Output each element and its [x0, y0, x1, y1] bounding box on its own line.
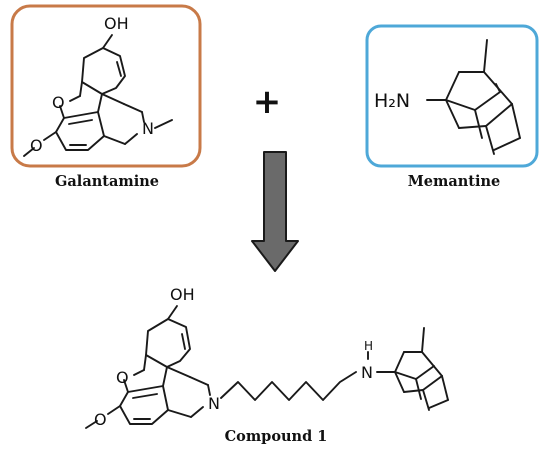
- plus-operator: +: [253, 82, 282, 122]
- compound-1-amine-nitrogen-label: N: [208, 394, 220, 413]
- compound-1-hydroxyl-label: OH: [170, 285, 195, 304]
- memantine-frame: [365, 24, 539, 168]
- compound-1-linker-nitrogen-label: N: [361, 363, 373, 382]
- reaction-arrow: [251, 151, 299, 272]
- galantamine-nitrogen-label: N: [142, 119, 154, 138]
- compound-1-bonds: [85, 305, 449, 429]
- galantamine-ring-oxygen-label: O: [52, 93, 65, 112]
- memantine-bonds: [426, 39, 521, 155]
- compound-1-linker-hydrogen-label: H: [364, 339, 373, 353]
- compound-1-ring-oxygen-label: O: [116, 368, 129, 387]
- galantamine-methoxy-oxygen-label: O: [30, 136, 43, 155]
- compound-1-structure: OH O O N N H Compound 1: [85, 285, 449, 445]
- galantamine-caption: Galantamine: [55, 173, 159, 190]
- memantine-amine-label: H₂N: [374, 90, 410, 112]
- galantamine-frame: [10, 4, 202, 168]
- compound-1-methoxy-oxygen-label: O: [94, 410, 107, 429]
- galantamine-bonds: [23, 34, 173, 157]
- galantamine-structure: OH O O N Galantamine: [10, 4, 202, 190]
- memantine-caption: Memantine: [408, 173, 501, 190]
- arrow-shape: [251, 151, 299, 272]
- compound-1-caption: Compound 1: [225, 428, 328, 445]
- memantine-structure: H₂N Memantine: [365, 24, 539, 190]
- galantamine-hydroxyl-label: OH: [104, 14, 129, 33]
